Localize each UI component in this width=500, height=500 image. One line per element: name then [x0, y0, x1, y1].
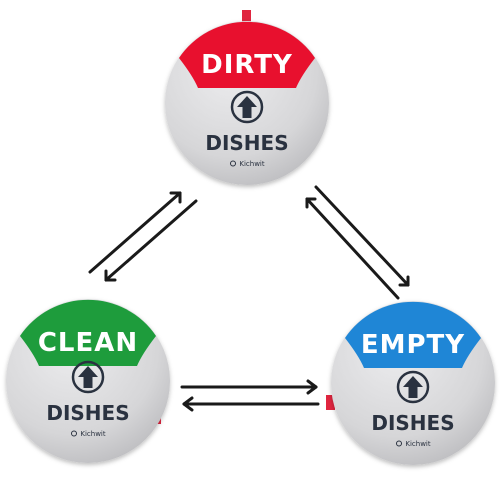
- magnet-tab: [326, 395, 335, 410]
- dishes-label: DISHES: [371, 411, 454, 435]
- brand-label: Kichwit: [80, 430, 105, 438]
- empty-dishes-magnet: EMPTY DISHES Kichwit: [326, 301, 495, 465]
- up-arrow-icon: [396, 370, 430, 404]
- status-band: [179, 21, 315, 88]
- brand-label: Kichwit: [405, 440, 430, 448]
- brand-label: Kichwit: [239, 160, 264, 168]
- dishes-label: DISHES: [205, 131, 288, 155]
- cycle-arrows: [88, 185, 410, 412]
- status-text: EMPTY: [361, 330, 465, 360]
- up-arrow-icon: [230, 90, 264, 124]
- arrow-icon: [182, 396, 320, 412]
- up-arrow-icon: [71, 360, 105, 394]
- brand-logo-icon: [230, 160, 236, 167]
- dishes-label: DISHES: [46, 401, 129, 425]
- status-band: [345, 301, 481, 368]
- magnet-tab: [242, 10, 251, 24]
- arrow-icon: [104, 199, 198, 282]
- arrow-icon: [314, 185, 410, 287]
- arrow-icon: [88, 191, 182, 274]
- dirty-dishes-magnet: DIRTY DISHES Kichwit: [165, 10, 329, 185]
- status-text: DIRTY: [201, 50, 293, 80]
- arrow-icon: [305, 197, 400, 300]
- brand-logo-icon: [71, 430, 77, 437]
- brand-logo-icon: [396, 440, 402, 447]
- arrow-icon: [180, 379, 318, 395]
- status-band: [20, 299, 156, 366]
- clean-dishes-magnet: CLEAN DISHES Kichwit: [6, 299, 170, 463]
- status-text: CLEAN: [38, 328, 138, 358]
